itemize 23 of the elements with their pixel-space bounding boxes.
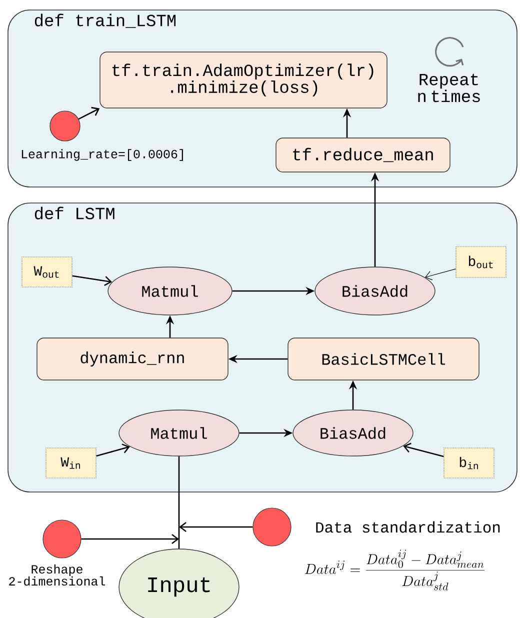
arrow (96, 444, 130, 457)
arrow (179, 522, 253, 532)
input-dot (252, 508, 292, 546)
operation-box: BasicLSTMCell (288, 338, 480, 380)
note-text: Data standardization (316, 521, 500, 533)
panel-heading: def LSTM (34, 206, 114, 220)
parameter-box: b$_{out}$ (456, 246, 506, 278)
parameter-box: b$_{in}$ (444, 448, 494, 478)
parameter-box: W$_{out}$ (22, 256, 72, 288)
arrow (78, 106, 100, 120)
arrow (72, 275, 112, 286)
node-caption: Reshape 2-dimensional (9, 564, 106, 586)
arrow (81, 534, 179, 544)
operation-box: dynamic_rnn (36, 338, 228, 380)
arrow (424, 268, 456, 280)
node-caption: Learning_rate=[0.0006] (22, 149, 183, 161)
panel-heading: def train_LSTM (34, 14, 176, 28)
arrow (403, 442, 444, 458)
parameter-box: W$_{in}$ (46, 448, 96, 478)
formula: $Data^{ij}=\frac{Data_0^{ij}-Data_{mean}^{j}}{Data_{std}^{j}}$ (305, 550, 484, 590)
operation-box: tf.train.AdamOptimizer(lr) .minimize(loss) (100, 52, 388, 108)
note-text: Repeat n times (418, 74, 480, 102)
operation-box: tf.reduce_mean (276, 138, 450, 172)
